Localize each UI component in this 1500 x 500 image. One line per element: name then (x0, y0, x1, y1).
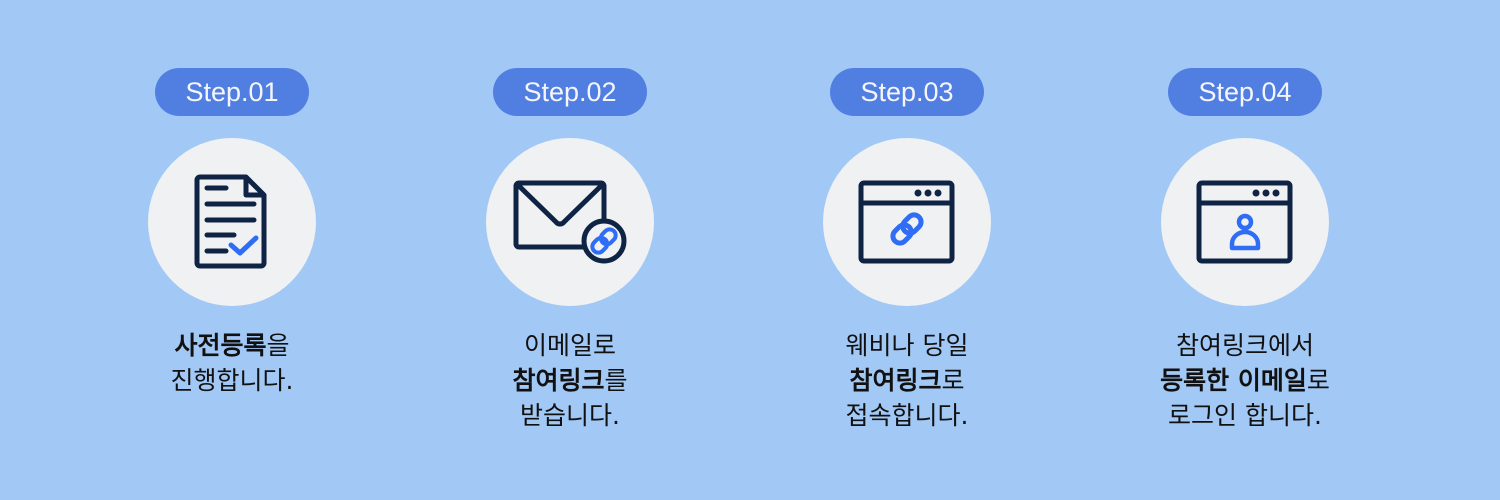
text: 을 (266, 331, 290, 360)
step-badge: Step.01 (155, 68, 309, 116)
step-description: 참여링크에서 등록한 이메일로 로그인 합니다. (1160, 328, 1330, 433)
step-icon-circle (486, 138, 654, 306)
step-1: Step.01 사전등록을 진행합니다. (82, 0, 382, 398)
browser-user-icon (1196, 180, 1293, 264)
step-icon-circle (823, 138, 991, 306)
text: 받습니다. (520, 401, 620, 430)
step-icon-circle (1161, 138, 1329, 306)
text: 로 (941, 366, 965, 395)
step-2: Step.02 이메일로 참여링크를 받습니다. (420, 0, 720, 433)
browser-link-icon (858, 180, 955, 264)
step-badge: Step.02 (493, 68, 647, 116)
step-3: Step.03 웨비나 당일 참여링크로 접속합니다. (757, 0, 1057, 433)
step-description: 사전등록을 진행합니다. (171, 328, 294, 398)
step-4: Step.04 참여링크에서 등록한 이메일로 로그인 합니다. (1095, 0, 1395, 433)
step-icon-circle (148, 138, 316, 306)
text: 를 (604, 366, 628, 395)
highlight-text: 사전등록 (174, 331, 267, 360)
text: 로그인 합니다. (1168, 401, 1322, 430)
text: 로 (1306, 366, 1330, 395)
text: 웨비나 당일 (845, 331, 969, 360)
mail-link-icon (513, 180, 627, 264)
highlight-text: 등록한 이메일 (1160, 366, 1307, 395)
highlight-text: 참여링크 (849, 366, 942, 395)
highlight-text: 참여링크 (512, 366, 605, 395)
text: 접속합니다. (845, 401, 969, 430)
step-badge: Step.03 (830, 68, 984, 116)
step-description: 이메일로 참여링크를 받습니다. (512, 328, 627, 433)
text: 참여링크에서 (1175, 331, 1314, 360)
text: 이메일로 (523, 331, 616, 360)
document-check-icon (194, 174, 267, 269)
step-description: 웨비나 당일 참여링크로 접속합니다. (846, 328, 969, 433)
text: 진행합니다. (170, 366, 294, 395)
step-badge: Step.04 (1168, 68, 1322, 116)
